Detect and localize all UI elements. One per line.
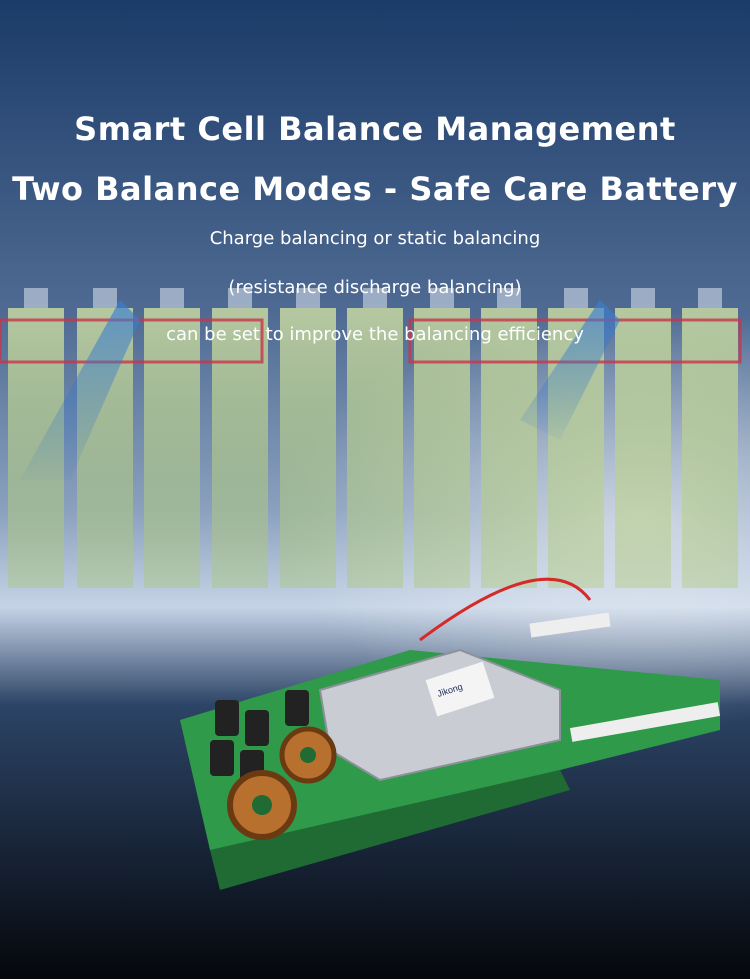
battery-cell (280, 308, 336, 588)
battery-cell-cap (497, 288, 521, 308)
pcb-base (210, 770, 570, 890)
battery-cell-cap (93, 288, 117, 308)
battery-cell-cap (24, 288, 48, 308)
battery-cell-cap (430, 288, 454, 308)
battery-cell (212, 308, 268, 588)
battery-cell (414, 308, 470, 588)
battery-cell-cap (363, 288, 387, 308)
battery-cell-cap (631, 288, 655, 308)
bms-circuit-board: Jikong (180, 577, 721, 890)
headline-title: Smart Cell Balance Management (74, 110, 676, 148)
battery-cell (682, 308, 738, 588)
inductor-core (300, 747, 316, 763)
battery-cell (144, 308, 200, 588)
battery-cell-cap (564, 288, 588, 308)
description-line-1: Charge balancing or static balancing (209, 228, 541, 249)
description-line-2: (resistance discharge balancing) (228, 277, 522, 298)
red-wire (419, 577, 592, 642)
battery-cell (615, 308, 671, 588)
headline-subtitle: Two Balance Modes - Safe Care Battery (12, 170, 738, 208)
connector-strip (569, 702, 721, 742)
battery-cell-cap (160, 288, 184, 308)
product-label (425, 661, 495, 717)
battery-cell-cap (296, 288, 320, 308)
battery-cell (481, 308, 537, 588)
description-line-3: can be set to improve the balancing effi… (166, 324, 584, 345)
upward-arrow-icon (520, 300, 620, 440)
battery-cell (347, 308, 403, 588)
upward-arrow-icon (20, 300, 140, 480)
top-connector (529, 612, 611, 638)
battery-cells-illustration (0, 288, 742, 588)
inductor-core (252, 795, 272, 815)
battery-cell-cap (228, 288, 252, 308)
battery-cell-cap (698, 288, 722, 308)
